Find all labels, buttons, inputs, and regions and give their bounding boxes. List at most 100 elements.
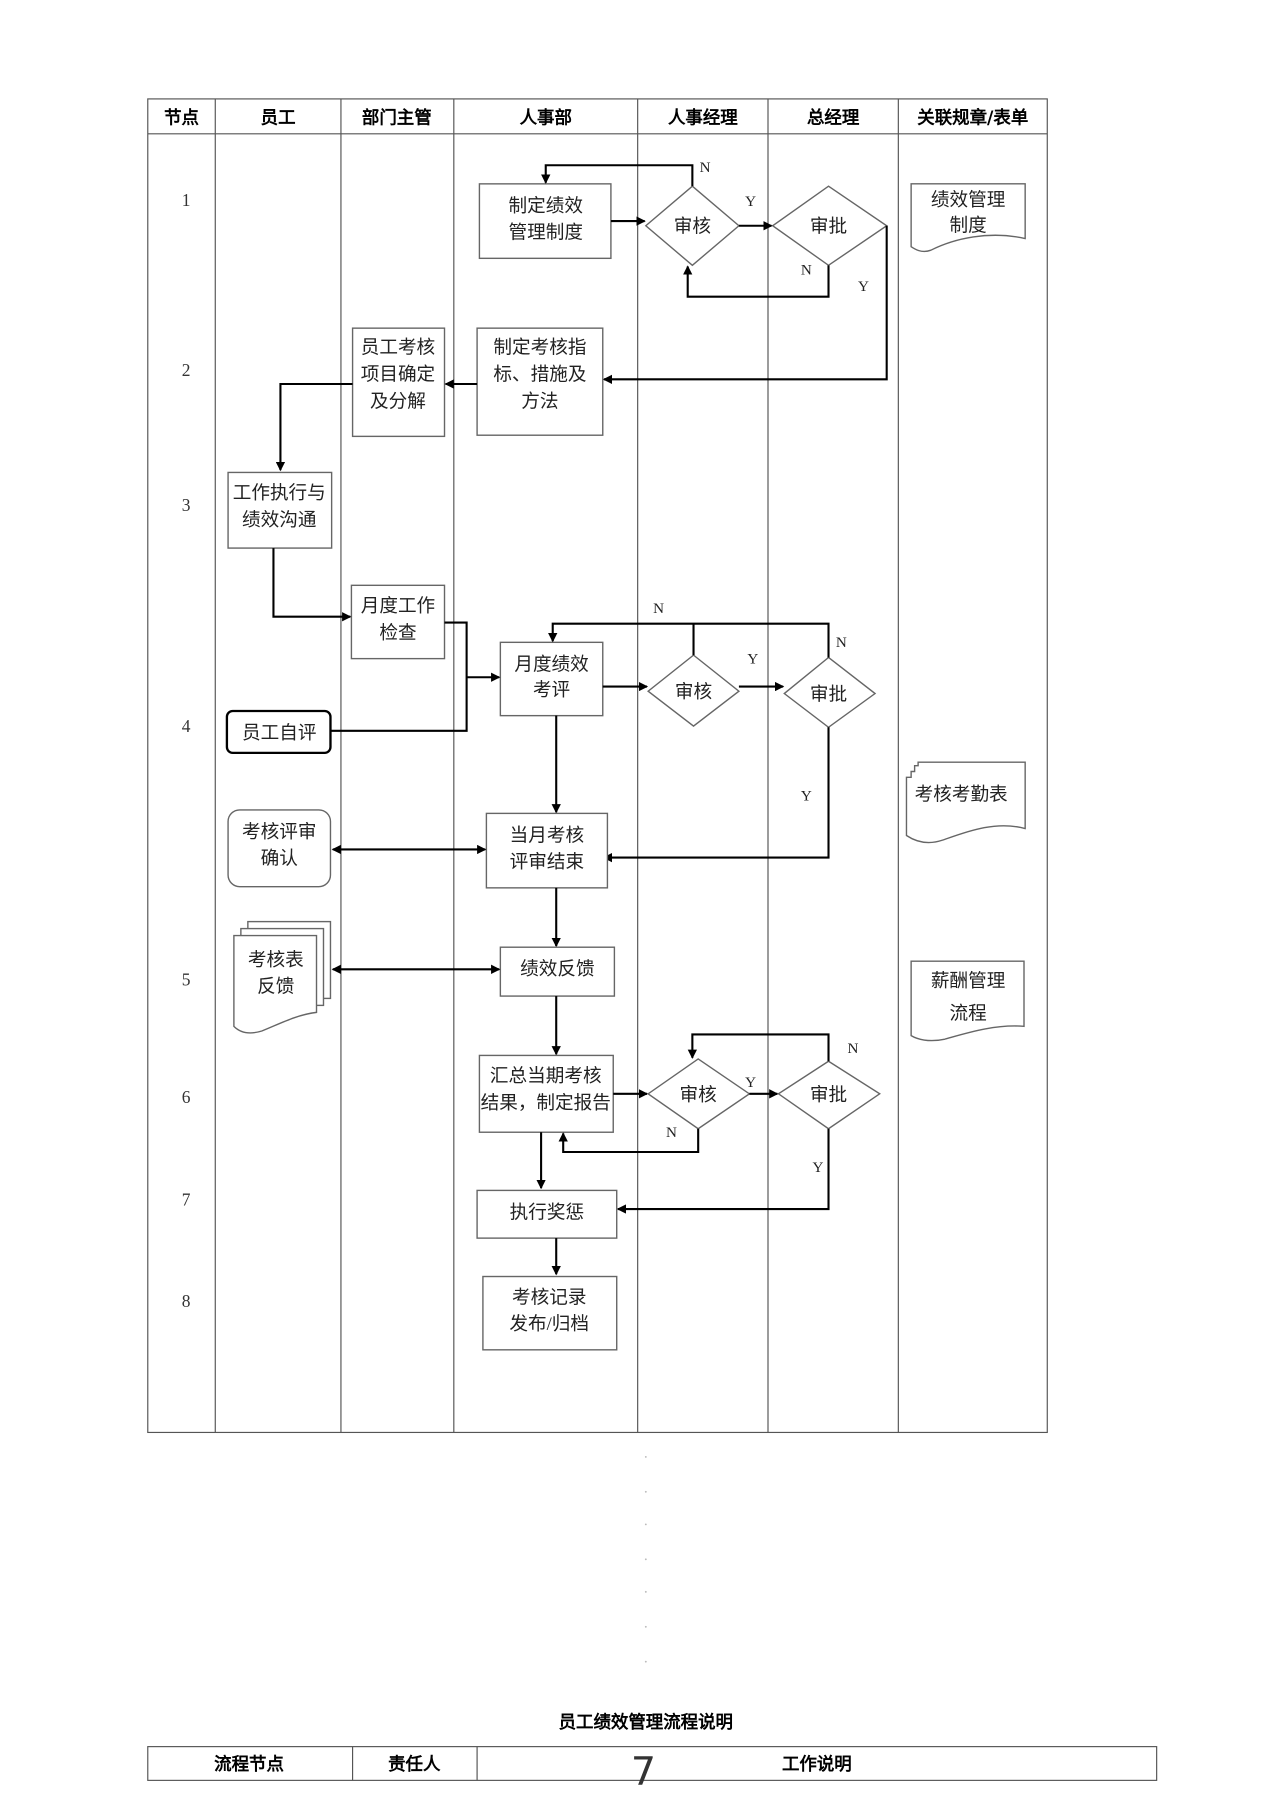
header-node: 节点 <box>164 107 199 128</box>
svg-text:薪酬管理: 薪酬管理 <box>931 971 1005 992</box>
label-yes: Y <box>801 789 812 805</box>
svg-text:及分解: 及分解 <box>370 391 426 412</box>
svg-text:考核记录: 考核记录 <box>512 1287 586 1308</box>
svg-text:审批: 审批 <box>810 217 847 238</box>
svg-text:考核评审: 考核评审 <box>242 822 316 843</box>
node-performance-feedback: 绩效反馈 <box>499 946 616 997</box>
decision-approve-1: 审批 <box>771 185 888 267</box>
connectors-row4: N N Y Y <box>330 601 847 863</box>
svg-text:绩效反馈: 绩效反馈 <box>520 959 594 980</box>
svg-text:审核: 审核 <box>675 682 712 703</box>
svg-text:流程: 流程 <box>950 1003 987 1024</box>
column-description: 工作说明 <box>782 1754 852 1775</box>
svg-text:评审结束: 评审结束 <box>510 852 584 873</box>
decision-approve-3: 审批 <box>777 1060 881 1130</box>
header-hr-manager: 人事经理 <box>668 107 738 128</box>
svg-text:考核考勤表: 考核考勤表 <box>915 785 1008 806</box>
svg-text:审批: 审批 <box>810 1085 847 1106</box>
label-no: N <box>847 1041 858 1057</box>
svg-text:检查: 检查 <box>379 623 416 644</box>
svg-text:制定绩效: 制定绩效 <box>509 196 583 217</box>
label-no: N <box>836 635 847 651</box>
svg-text:汇总当期考核: 汇总当期考核 <box>490 1066 602 1087</box>
row-number: 2 <box>182 360 191 380</box>
node-set-indicators: 制定考核指 标、措施及 方法 <box>476 327 604 436</box>
svg-text:制度: 制度 <box>950 216 987 237</box>
node-execute-communicate: 工作执行与 绩效沟通 <box>227 471 333 549</box>
row-number: 7 <box>182 1190 191 1210</box>
label-no: N <box>700 160 711 176</box>
swimlane-table <box>147 98 1048 1434</box>
column-node: 流程节点 <box>214 1754 284 1775</box>
svg-text:审核: 审核 <box>680 1085 717 1106</box>
svg-text:执行奖惩: 执行奖惩 <box>510 1202 584 1223</box>
connectors-row2 <box>275 379 478 472</box>
node-self-evaluation: 员工自评 <box>225 709 332 755</box>
label-no: N <box>801 263 812 279</box>
connectors-row6: N Y N Y <box>536 1033 858 1214</box>
label-yes: Y <box>813 1160 824 1176</box>
description-table: 流程节点 责任人 工作说明 <box>147 1746 1158 1781</box>
node-make-policy: 制定绩效 管理制度 <box>478 183 612 260</box>
svg-text:审批: 审批 <box>810 685 847 706</box>
svg-text:制定考核指: 制定考核指 <box>493 338 586 359</box>
header-employee: 员工 <box>261 108 296 128</box>
label-yes: Y <box>858 279 869 295</box>
row-number: 3 <box>182 495 191 515</box>
header-hr-dept: 人事部 <box>520 107 572 128</box>
label-no: N <box>666 1125 677 1141</box>
doc-performance-policy: 绩效管理 制度 <box>910 183 1026 253</box>
node-decompose-items: 员工考核 项目确定 及分解 <box>351 327 446 438</box>
node-review-confirm: 考核评审 确认 <box>227 809 332 888</box>
label-yes: Y <box>745 194 756 210</box>
node-archive-records: 考核记录 发布/归档 <box>482 1275 618 1351</box>
svg-text:标、措施及: 标、措施及 <box>493 365 586 386</box>
label-no: N <box>653 601 664 617</box>
svg-text:月度工作: 月度工作 <box>361 596 435 617</box>
svg-text:项目确定: 项目确定 <box>361 365 435 386</box>
row-number: 8 <box>182 1291 191 1311</box>
page-number: 7 <box>631 1749 656 1795</box>
svg-text:反馈: 反馈 <box>257 977 294 998</box>
label-yes: Y <box>745 1075 756 1091</box>
svg-text:员工自评: 员工自评 <box>242 723 316 744</box>
svg-text:发布/归档: 发布/归档 <box>509 1314 589 1335</box>
svg-text:确认: 确认 <box>261 849 299 870</box>
svg-text:月度绩效: 月度绩效 <box>514 654 588 675</box>
svg-text:绩效沟通: 绩效沟通 <box>242 510 317 531</box>
node-monthly-evaluation: 月度绩效 考评 <box>499 641 604 717</box>
row-number: 1 <box>182 190 191 210</box>
row-number: 4 <box>182 716 191 736</box>
header-related-forms: 关联规章/表单 <box>917 107 1028 128</box>
header-general-manager: 总经理 <box>807 107 860 128</box>
node-summary-report: 汇总当期考核 结果，制定报告 <box>478 1054 614 1133</box>
node-reward-penalty: 执行奖惩 <box>476 1189 618 1239</box>
description-title: 员工绩效管理流程说明 <box>559 1712 733 1733</box>
decision-review-1: 审核 <box>644 185 740 267</box>
svg-text:考评: 考评 <box>533 680 570 701</box>
doc-salary-process: 薪酬管理 流程 <box>910 960 1025 1042</box>
svg-text:当月考核: 当月考核 <box>510 825 584 846</box>
row-number: 5 <box>182 970 191 990</box>
row-number: 6 <box>182 1087 191 1107</box>
multidoc-feedback-form: 考核表 反馈 <box>233 920 332 1034</box>
svg-text:方法: 方法 <box>521 391 558 412</box>
row-numbers: 1 2 3 4 5 6 7 8 <box>182 190 191 1311</box>
node-monthly-check: 月度工作 检查 <box>350 584 446 660</box>
node-review-end: 当月考核 评审结束 <box>485 812 609 889</box>
connectors-row1: N Y N Y <box>541 160 888 385</box>
svg-text:管理制度: 管理制度 <box>509 223 583 244</box>
column-owner: 责任人 <box>388 1754 441 1775</box>
svg-text:审核: 审核 <box>674 217 711 238</box>
svg-text:绩效管理: 绩效管理 <box>931 190 1005 211</box>
doc-attendance-sheet: 考核考勤表 <box>905 761 1026 844</box>
svg-text:员工考核: 员工考核 <box>361 338 435 359</box>
decision-review-3: 审核 <box>646 1058 751 1130</box>
label-yes: Y <box>747 651 758 667</box>
decision-review-2: 审核 <box>647 654 741 727</box>
lane-headers: 节点 员工 部门主管 人事部 人事经理 总经理 关联规章/表单 <box>164 107 1028 128</box>
svg-text:工作执行与: 工作执行与 <box>233 483 326 504</box>
svg-text:考核表: 考核表 <box>248 950 304 971</box>
svg-text:结果，制定报告: 结果，制定报告 <box>481 1093 611 1114</box>
